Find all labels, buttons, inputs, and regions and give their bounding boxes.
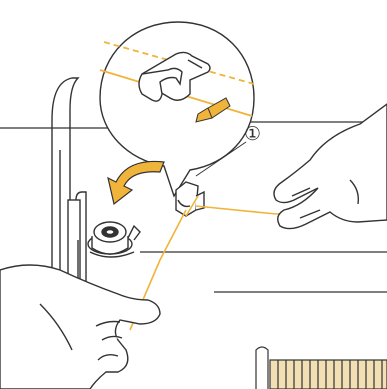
- left-hand-icon: [0, 265, 160, 389]
- thread-guide-zoom-callout: [100, 22, 254, 196]
- right-hand-icon: [274, 104, 387, 229]
- curved-arrow-icon: [108, 161, 164, 204]
- callout-number-marker: ①: [244, 123, 261, 145]
- callout-number-label: ①: [244, 123, 261, 145]
- thread-spool-icon: [256, 347, 387, 389]
- bobbin-winder-icon: [88, 222, 140, 257]
